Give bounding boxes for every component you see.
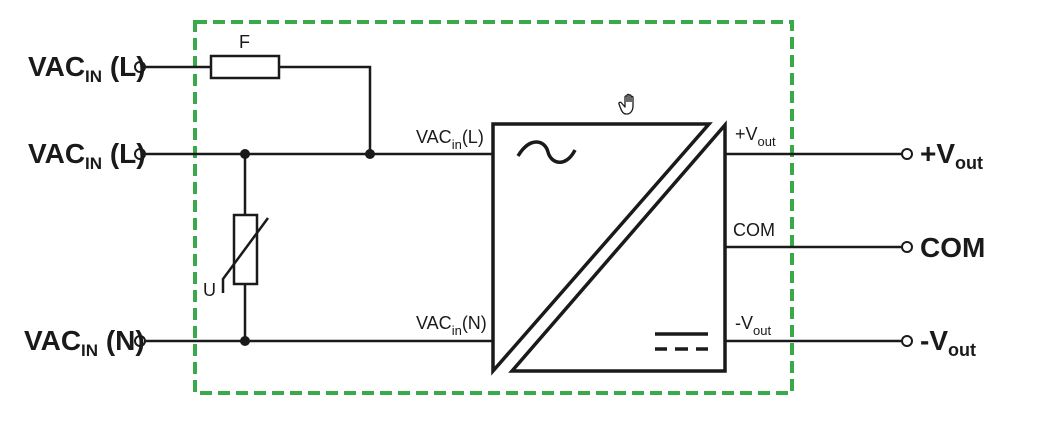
hand-cursor-icon bbox=[618, 93, 634, 115]
fuse-label: F bbox=[239, 32, 250, 52]
dc-lines-icon bbox=[655, 332, 708, 351]
ac-sine-icon bbox=[516, 140, 577, 164]
converter-upper-triangle bbox=[491, 122, 713, 376]
terminal-out-pos[interactable] bbox=[901, 148, 913, 160]
label-out-pos: +Vout bbox=[920, 138, 983, 173]
junction-fuse bbox=[365, 149, 375, 159]
converter-label-out-com: COM bbox=[733, 220, 775, 240]
terminal-out-com[interactable] bbox=[901, 241, 913, 253]
converter-label-in-l: VACin(L) bbox=[416, 127, 484, 152]
label-vac-in-l2: VACIN (L) bbox=[28, 138, 146, 173]
wire-fuse-out bbox=[279, 65, 372, 154]
module-boundary bbox=[193, 20, 794, 395]
converter-label-out-neg: -Vout bbox=[735, 313, 771, 338]
converter-label-out-pos: +Vout bbox=[735, 124, 776, 149]
varistor-label: U bbox=[203, 280, 216, 300]
varistor-slash bbox=[221, 217, 270, 293]
label-vac-in-n: VACIN (N) bbox=[24, 325, 145, 360]
terminal-out-neg[interactable] bbox=[901, 335, 913, 347]
converter-label-in-n: VACin(N) bbox=[416, 313, 487, 338]
fuse bbox=[209, 54, 281, 80]
label-vac-in-l1: VACIN (L) bbox=[28, 51, 146, 86]
ac-dc-converter bbox=[491, 120, 727, 376]
label-out-com: COM bbox=[920, 232, 985, 263]
label-out-neg: -Vout bbox=[920, 325, 976, 360]
